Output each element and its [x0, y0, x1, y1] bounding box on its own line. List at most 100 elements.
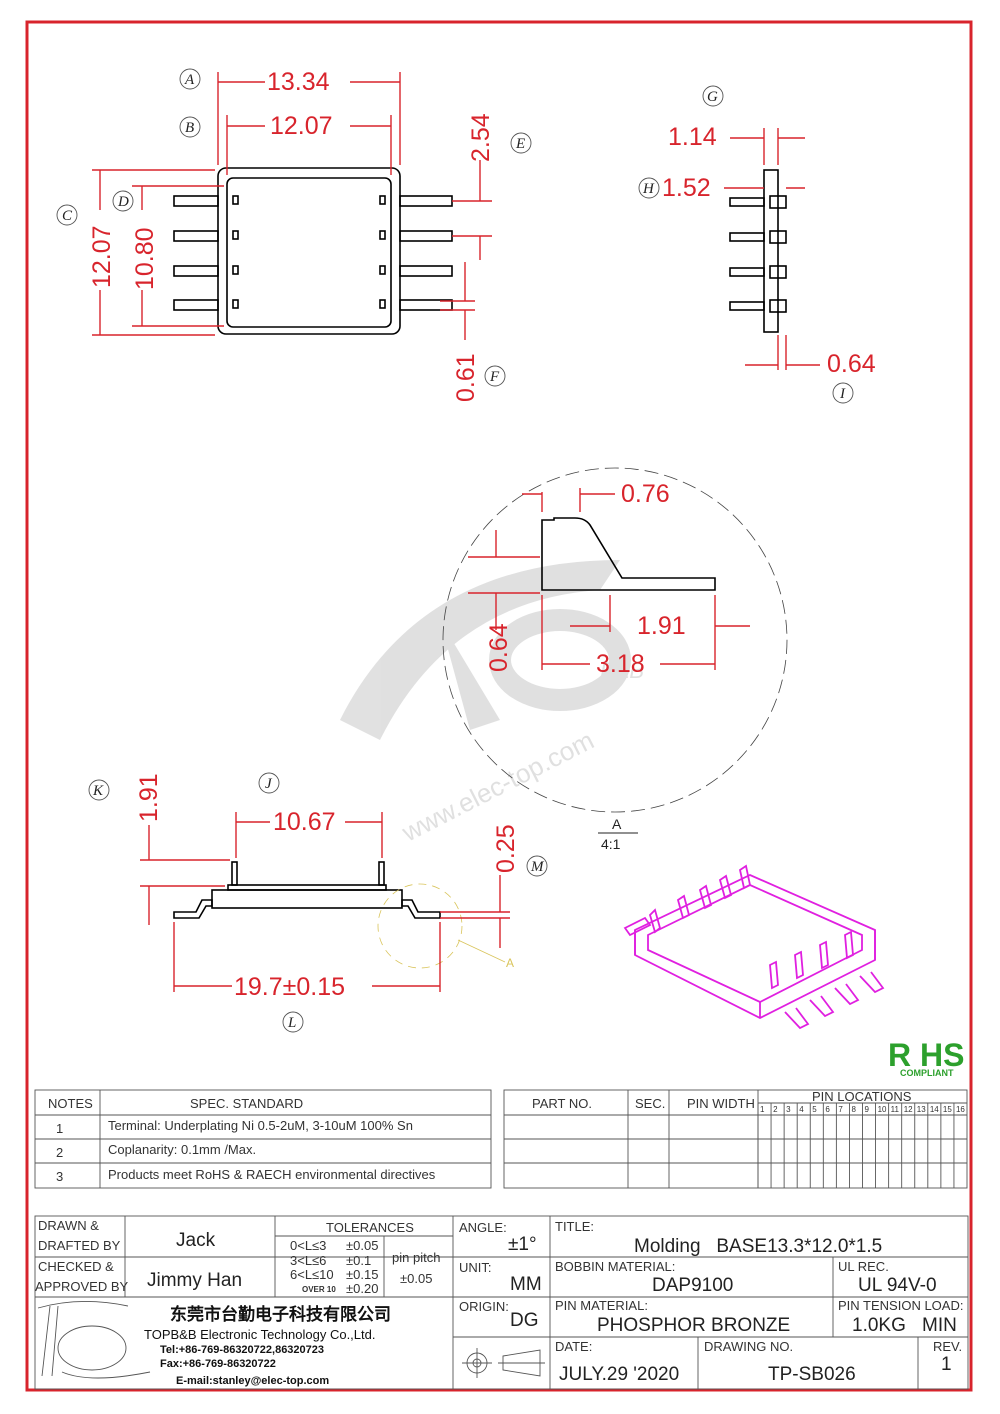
note-no-2: 2 [56, 1145, 63, 1160]
pin-location-number: 7 [838, 1105, 843, 1114]
company-logo [37, 1301, 151, 1379]
notes-header-no: NOTES [48, 1096, 93, 1111]
dim-J: 10.67 [273, 808, 336, 836]
label-H: H [642, 181, 655, 197]
tol-value-3: ±0.15 [346, 1267, 378, 1282]
pin-pitch-value: ±0.05 [400, 1271, 432, 1286]
bobbin-label: BOBBIN MATERIAL: [555, 1259, 675, 1274]
checked-label-1: CHECKED & [38, 1259, 114, 1274]
unit-label: UNIT: [459, 1260, 492, 1275]
pin-location-number: 15 [943, 1105, 952, 1114]
parts-header-pinwidth: PIN WIDTH [687, 1096, 755, 1111]
pin-location-number: 5 [812, 1105, 817, 1114]
notes-table: NOTES SPEC. STANDARD 1 Terminal: Underpl… [34, 1089, 492, 1189]
rohs-sub: COMPLIANT [900, 1068, 954, 1078]
pin-location-number: 13 [917, 1105, 926, 1114]
note-text-1: Terminal: Underplating Ni 0.5-2uM, 3-10u… [108, 1118, 413, 1133]
title-block: DRAWN & DRAFTED BY Jack CHECKED & APPROV… [34, 1215, 969, 1390]
date-value: JULY.29 '2020 [559, 1364, 679, 1385]
dim-F: 0.61 [452, 353, 480, 402]
dim-detail-top: 0.76 [621, 480, 670, 508]
ul-label: UL REC. [838, 1259, 889, 1274]
tol-range-4: OVER 10 [302, 1285, 336, 1294]
pin-location-number: 8 [851, 1105, 856, 1114]
company-name-en: TOPB&B Electronic Technology Co.,Ltd. [144, 1327, 375, 1342]
dim-L: 19.7±0.15 [234, 973, 345, 1001]
dim-H: 1.52 [662, 174, 711, 202]
label-K: K [92, 783, 104, 799]
rohs-title: R HS [888, 1037, 964, 1073]
pin-tension-unit: MIN [922, 1315, 957, 1336]
drawn-label-2: DRAFTED BY [38, 1238, 121, 1253]
company-fax: Fax:+86-769-86320722 [160, 1358, 276, 1370]
label-C: C [62, 208, 73, 224]
pin-material-value: PHOSPHOR BRONZE [597, 1315, 790, 1336]
pin-location-number: 2 [773, 1105, 778, 1114]
pin-location-number: 12 [904, 1105, 913, 1114]
pin-location-number: 16 [956, 1105, 965, 1114]
pin-location-number: 11 [891, 1105, 900, 1114]
dim-E: 2.54 [467, 113, 495, 162]
dim-detail-span: 3.18 [596, 650, 645, 678]
parts-header-partno: PART NO. [532, 1096, 592, 1111]
sheet-border [25, 20, 973, 1392]
label-A: A [184, 72, 195, 88]
dim-I: 0.64 [827, 350, 876, 378]
tol-range-1: 0<L≤3 [290, 1238, 326, 1253]
pin-material-label: PIN MATERIAL: [555, 1298, 648, 1313]
pin-location-number: 10 [878, 1105, 887, 1114]
origin-value: DG [510, 1310, 539, 1331]
detail-name: A [612, 816, 622, 832]
tol-range-3: 6<L≤10 [290, 1267, 334, 1282]
dim-detail-height: 0.64 [485, 623, 513, 672]
date-label: DATE: [555, 1339, 592, 1354]
watermark-mark: B&B [600, 658, 644, 683]
detail-scale: 4:1 [601, 836, 621, 852]
label-G: G [707, 89, 718, 105]
dim-M: 0.25 [492, 824, 520, 873]
label-B: B [185, 120, 194, 136]
drawn-label-1: DRAWN & [38, 1218, 99, 1233]
drawing-no-value: TP-SB026 [768, 1364, 856, 1385]
title-label: TITLE: [555, 1219, 594, 1234]
front-view: A 10.67 1.91 19.7±0.15 0.25 J K L M [88, 772, 548, 1033]
side-view: 1.14 1.52 0.64 G H I [638, 85, 876, 404]
origin-label: ORIGIN: [459, 1299, 509, 1314]
label-L: L [287, 1015, 296, 1031]
note-text-2: Coplanarity: 0.1mm /Max. [108, 1142, 256, 1157]
pin-location-number: 4 [799, 1105, 804, 1114]
rev-value: 1 [941, 1354, 952, 1375]
parts-header-pinloc: PIN LOCATIONS [812, 1089, 912, 1104]
drawing-no-label: DRAWING NO. [704, 1339, 793, 1354]
checked-label-2: APPROVED BY [35, 1279, 129, 1294]
parts-header-sec: SEC. [635, 1096, 665, 1111]
pin-location-number: 1 [760, 1105, 765, 1114]
pin-tension-label: PIN TENSION LOAD: [838, 1298, 963, 1313]
tol-value-4: ±0.20 [346, 1281, 378, 1296]
dim-B: 12.07 [270, 112, 333, 140]
pin-location-number: 3 [786, 1105, 791, 1114]
dim-D: 10.80 [131, 227, 159, 290]
label-F: F [489, 369, 500, 385]
dim-A: 13.34 [267, 68, 330, 96]
dim-K: 1.91 [135, 773, 163, 822]
company-email: E-mail:stanley@elec-top.com [176, 1375, 329, 1387]
note-no-1: 1 [56, 1121, 63, 1136]
ul-value: UL 94V-0 [858, 1275, 937, 1296]
front-detail-ref: A [506, 956, 514, 970]
notes-header-spec: SPEC. STANDARD [190, 1096, 303, 1111]
dim-G: 1.14 [668, 123, 717, 151]
label-M: M [530, 859, 545, 875]
pin-tension-value: 1.0KG [852, 1315, 906, 1336]
detail-view-A: 0.76 1.91 0.64 3.18 A 4:1 [442, 467, 788, 852]
label-J: J [265, 776, 273, 792]
drawn-by-value: Jack [176, 1230, 216, 1251]
tol-value-1: ±0.05 [346, 1238, 378, 1253]
company-tel: Tel:+86-769-86320722,86320723 [160, 1344, 324, 1356]
angle-label: ANGLE: [459, 1220, 507, 1235]
approved-by-value: Jimmy Han [147, 1270, 242, 1291]
pin-location-number: 14 [930, 1105, 939, 1114]
